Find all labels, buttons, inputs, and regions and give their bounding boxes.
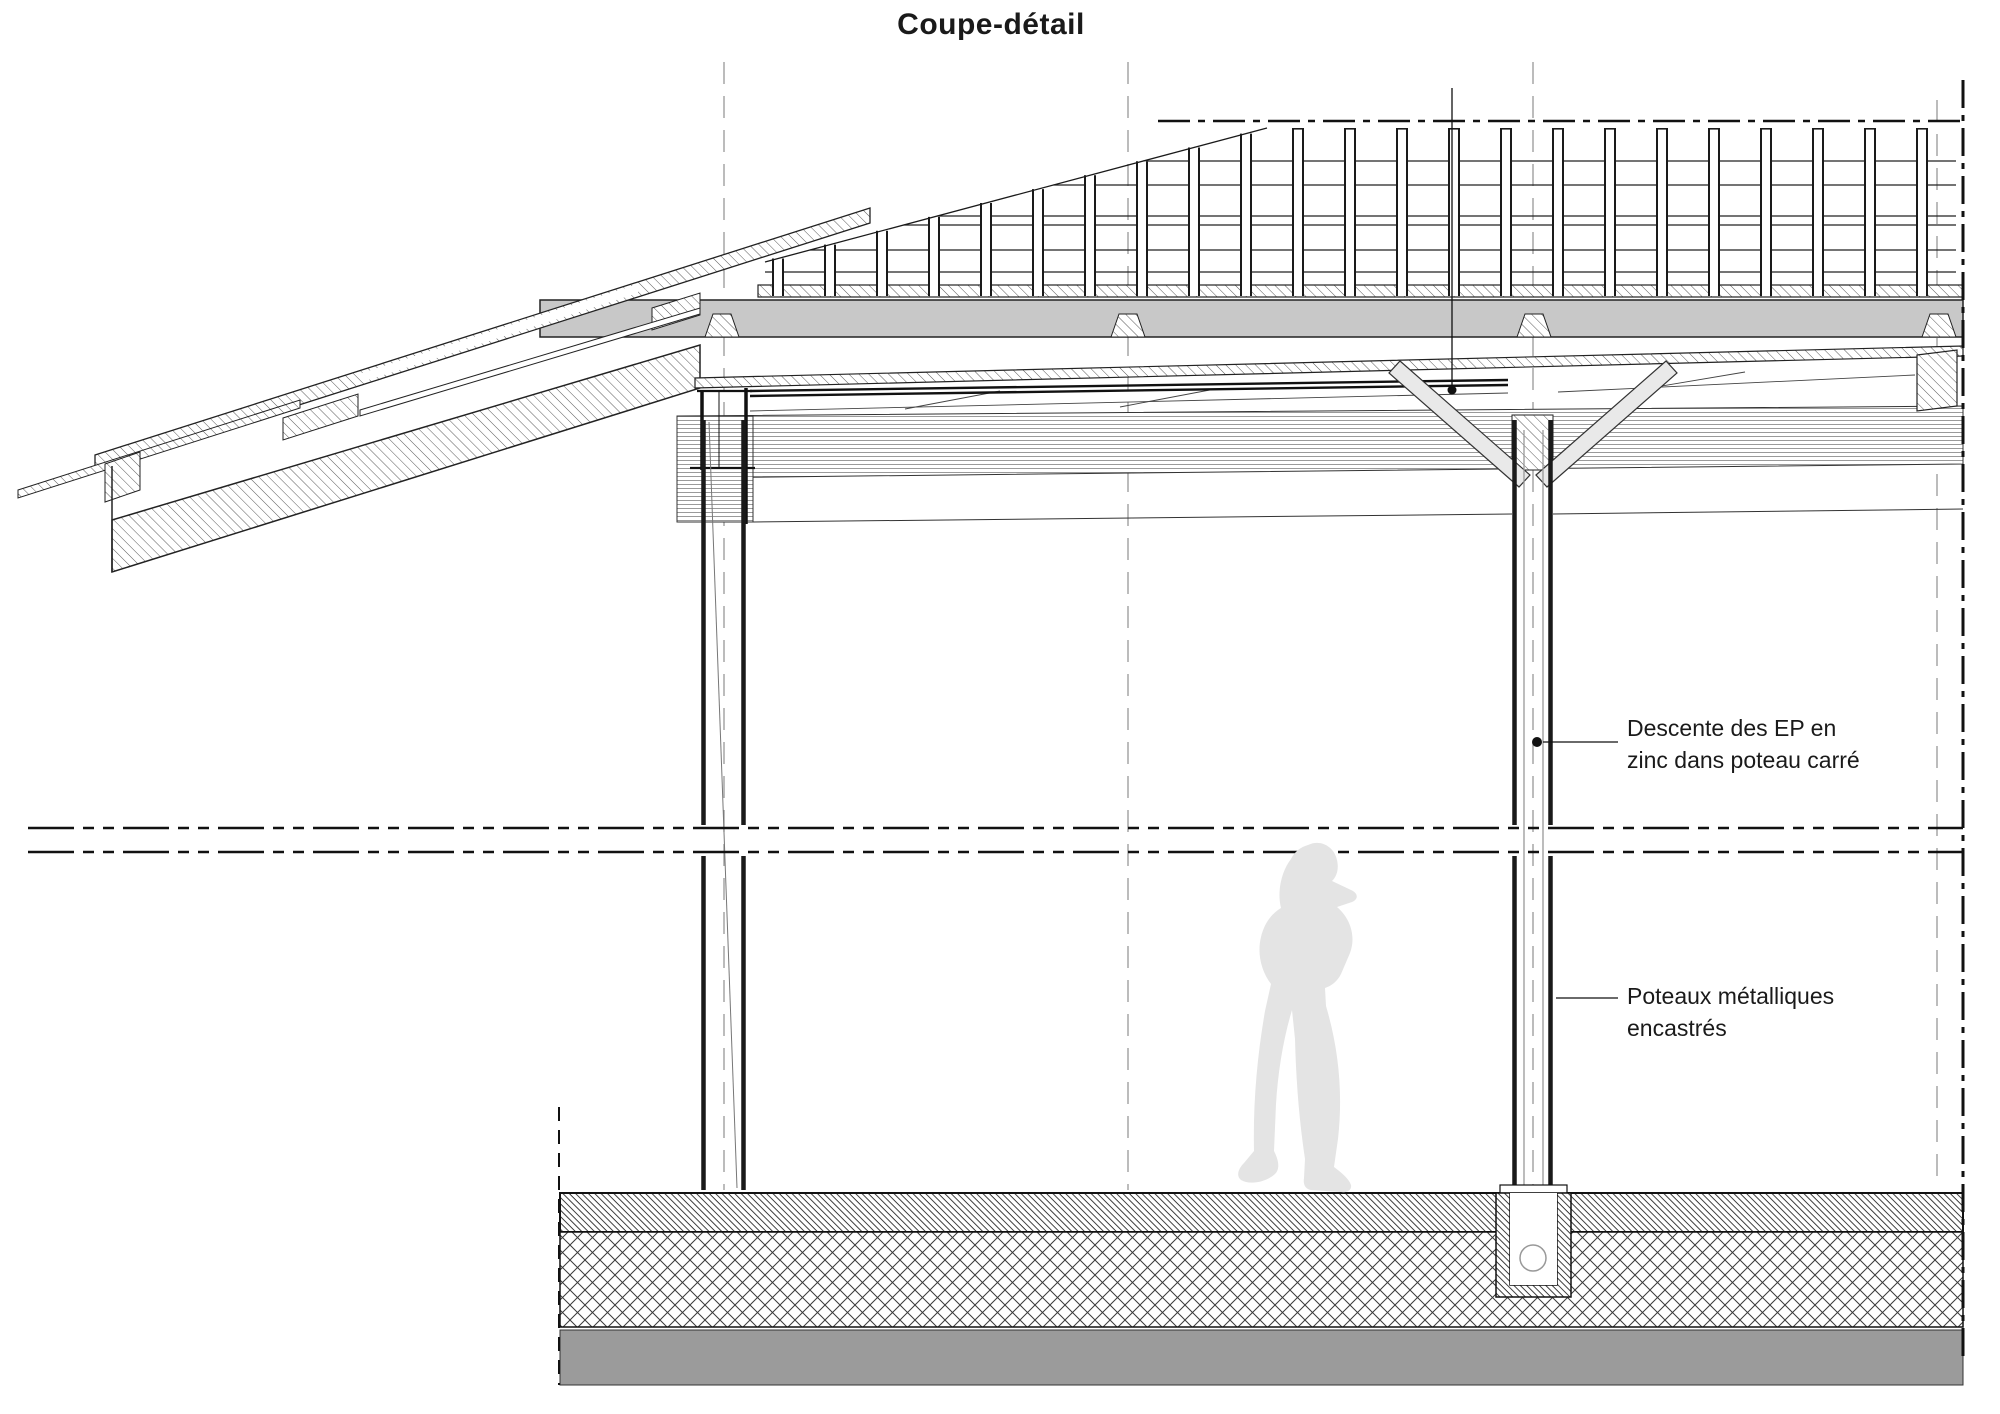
annotation-columns-line1: Poteaux métalliques (1627, 983, 1835, 1009)
roof-slat (772, 258, 784, 296)
strut-left (1388, 360, 1531, 488)
roof-slat (1448, 128, 1460, 296)
annotation-downpipe-line1: Descente des EP en (1627, 715, 1837, 741)
roof-slat (1032, 189, 1044, 296)
roof-slat (876, 230, 888, 296)
hardcore-layer (559, 1231, 1964, 1328)
annotation-leaders (1532, 737, 1618, 999)
annotation-columns: Poteaux métalliques encastrés (1627, 980, 1834, 1044)
roof-blocking-mid (282, 393, 359, 441)
roof-slat (928, 216, 940, 296)
eave-blocking (104, 451, 141, 503)
base-slab (559, 1329, 1964, 1386)
roof-vent-slot (362, 284, 638, 382)
roof-slat (824, 244, 836, 296)
roof-slat-screen (772, 128, 1928, 296)
truss-lines (749, 371, 1916, 412)
beam-edge-lines (749, 378, 1509, 398)
zinc-downpipe-lines (1523, 430, 1544, 1245)
annotation-columns-line2: encastrés (1627, 1015, 1727, 1041)
column-head-block (1511, 414, 1554, 471)
edge-blocking-right (1916, 349, 1958, 412)
roof-edge-band (539, 299, 1964, 338)
roof-slat (1396, 128, 1408, 296)
roof-slat (1292, 128, 1304, 296)
roof-slat (1916, 128, 1928, 296)
human-figure (1238, 842, 1357, 1193)
roof-slat (1656, 128, 1668, 296)
downpipe-section (1519, 1244, 1547, 1272)
right-column (1512, 420, 1553, 1245)
drawing-title: Coupe-détail (897, 8, 1085, 41)
roof-slat (1708, 128, 1720, 296)
slat-rails (765, 160, 1956, 273)
column-inner-line (708, 421, 738, 1189)
roof-slat (1136, 161, 1148, 296)
roof-slat (1812, 128, 1824, 296)
column-pocket (1495, 1184, 1572, 1298)
roof-slat (1760, 128, 1772, 296)
roof-slat (1604, 128, 1616, 296)
left-column (701, 420, 746, 1190)
roof-slat (1344, 128, 1356, 296)
ep-reference (1447, 88, 1457, 395)
annotation-downpipe: Descente des EP en zinc dans poteau carr… (1627, 712, 1860, 776)
band-supports (704, 313, 1957, 338)
roof-slat (980, 203, 992, 296)
roof-inner-sheet (359, 307, 701, 417)
ground-layers (559, 1192, 1964, 1386)
sloped-roof (17, 207, 871, 574)
roof-bottom-chord (111, 343, 701, 574)
roof-slat (1084, 175, 1096, 296)
lintel-line (752, 508, 1964, 523)
horizontal-datum-lines (28, 826, 1963, 854)
roof-slat (1552, 128, 1564, 296)
roof-slat (1188, 147, 1200, 296)
fascia-band (676, 405, 1964, 479)
roof-slat (1500, 128, 1512, 296)
roof-slat (1864, 128, 1876, 296)
roof-slat (1240, 133, 1252, 296)
annotation-downpipe-line2: zinc dans poteau carré (1627, 747, 1860, 773)
slat-cut-line (764, 127, 1268, 263)
screed-layer (559, 1192, 1964, 1233)
eave-flashing (17, 399, 301, 499)
